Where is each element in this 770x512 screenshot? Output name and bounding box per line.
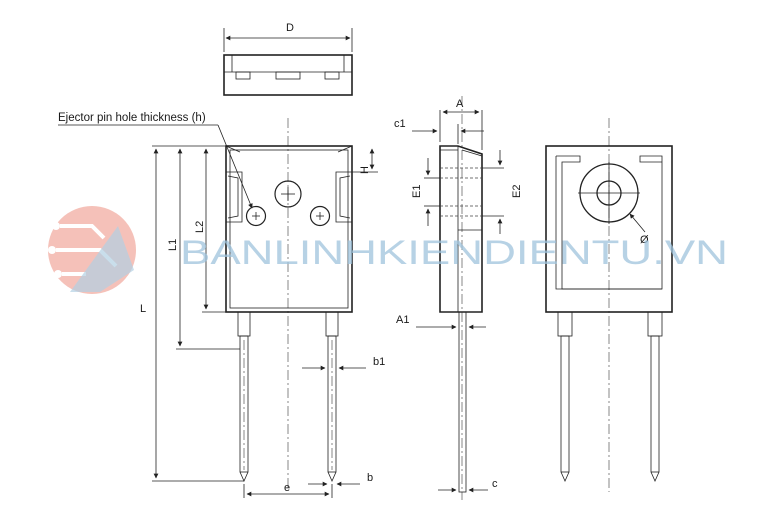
dim-label-b1: b1 xyxy=(373,356,385,368)
front-view: Ejector pin hole thickness (h) L L1 L2 H… xyxy=(58,112,385,498)
watermark: BANLINHKIENDIENTU.VN xyxy=(48,206,728,294)
ejector-pin-note: Ejector pin hole thickness (h) xyxy=(58,112,206,124)
dim-label-e2: E2 xyxy=(511,185,523,198)
dim-label-c: c xyxy=(492,478,498,490)
dim-label-e: e xyxy=(284,482,290,494)
dim-label-c1: c1 xyxy=(394,118,406,130)
dim-label-l: L xyxy=(140,303,146,315)
dim-label-l1: L1 xyxy=(167,239,179,251)
dim-label-h: H xyxy=(359,166,371,174)
back-view: Ø xyxy=(545,118,673,492)
dim-label-diameter: Ø xyxy=(640,234,649,246)
dim-label-l2: L2 xyxy=(194,221,206,233)
side-view: A c1 E1 E2 A1 c xyxy=(394,96,523,500)
watermark-text: BANLINHKIENDIENTU.VN xyxy=(180,234,728,272)
watermark-logo-icon xyxy=(48,206,136,294)
dim-label-d: D xyxy=(286,22,294,34)
dim-label-a1: A1 xyxy=(396,314,409,326)
dim-label-b: b xyxy=(367,472,373,484)
dim-label-a: A xyxy=(456,98,464,110)
top-view: D xyxy=(223,22,353,96)
dim-label-e1: E1 xyxy=(411,185,423,198)
